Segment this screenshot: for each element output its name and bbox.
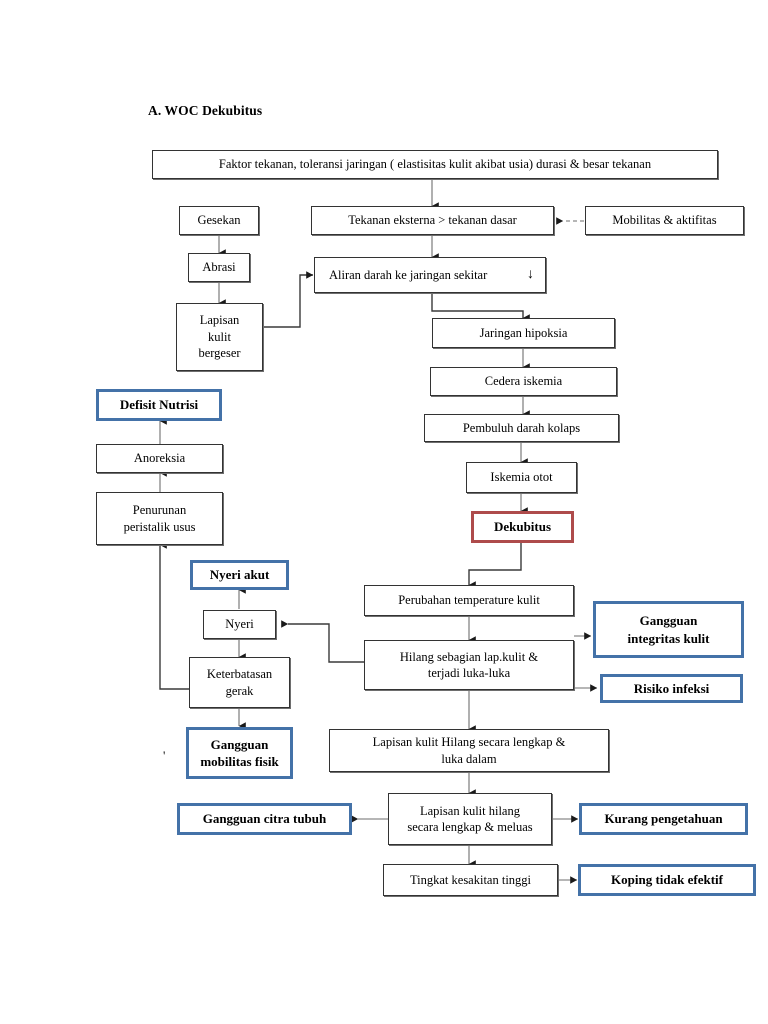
node-ganginteg-line1: Gangguan (639, 613, 698, 629)
node-gangmob-line2: mobilitas fisik (200, 754, 279, 769)
node-gangmob-line1: Gangguan (210, 736, 269, 752)
node-laplengkap-line2: luka dalam (441, 751, 497, 766)
edge-keterbatasan-penurunan (159, 541, 189, 690)
node-aliran-darah: Aliran darah ke jaringan sekitar (314, 257, 546, 293)
node-lapisan-kulit-hilang-meluas: Lapisan kulit hilang secara lengkap & me… (388, 793, 552, 845)
node-hilangseb-line1: Hilang sebagian lap.kulit & (399, 649, 539, 664)
node-penurunan-line1: Penurunan (132, 503, 187, 517)
node-gangguan-integritas-kulit: Gangguan integritas kulit (593, 601, 744, 658)
node-koping-tidak-efektif: Koping tidak efektif (578, 864, 756, 896)
edge-dekubitus-perubahan (468, 543, 522, 589)
node-lapmeluas-line1: Lapisan kulit hilang (420, 803, 520, 818)
stray-mark: ' (163, 748, 166, 763)
node-gesekan: Gesekan (179, 206, 259, 235)
node-hilang-sebagian-lapisan: Hilang sebagian lap.kulit & terjadi luka… (364, 640, 574, 690)
node-jaringan-hipoksia: Jaringan hipoksia (432, 318, 615, 348)
node-lapisan-kulit-bergeser: Lapisan kulit bergeser (176, 303, 263, 371)
node-perubahan-temperature-kulit: Perubahan temperature kulit (364, 585, 574, 616)
node-defisit-nutrisi: Defisit Nutrisi (96, 389, 222, 421)
node-keterbatasan-line1: Keterbatasan (206, 667, 273, 681)
node-dekubitus: Dekubitus (471, 511, 574, 543)
node-tingkat-kesakitan-tinggi: Tingkat kesakitan tinggi (383, 864, 558, 896)
node-risiko-infeksi: Risiko infeksi (600, 674, 743, 703)
node-gangguan-citra-tubuh: Gangguan citra tubuh (177, 803, 352, 835)
node-tekanan-eksterna: Tekanan eksterna > tekanan dasar (311, 206, 554, 235)
node-abrasi: Abrasi (188, 253, 250, 282)
node-laplengkap-line1: Lapisan kulit Hilang secara lengkap & (372, 735, 566, 749)
node-iskemia-otot: Iskemia otot (466, 462, 577, 493)
node-penurunan-line2: peristalik usus (123, 519, 196, 534)
edge-lapisan-aliran (263, 271, 314, 328)
node-lapmeluas-line2: secara lengkap & meluas (407, 820, 533, 834)
node-faktor: Faktor tekanan, toleransi jaringan ( ela… (152, 150, 718, 179)
node-anoreksia: Anoreksia (96, 444, 223, 473)
node-penurunan-peristalik-usus: Penurunan peristalik usus (96, 492, 223, 545)
node-lapisan-line2: kulit (208, 329, 231, 344)
page-title: A. WOC Dekubitus (148, 103, 263, 118)
node-lapisan-kulit-hilang-lengkap: Lapisan kulit Hilang secara lengkap & lu… (329, 729, 609, 772)
edge-aliran-jaringan (431, 293, 530, 322)
edge-hilang-nyeri (281, 620, 364, 663)
node-mobilitas-aktifitas: Mobilitas & aktifitas (585, 206, 744, 235)
node-nyeri-akut: Nyeri akut (190, 560, 289, 590)
node-nyeri: Nyeri (203, 610, 276, 639)
inline-down-arrow-icon: ↓ (527, 267, 534, 282)
node-keterbatasan-gerak: Keterbatasan gerak (189, 657, 290, 708)
node-kurang-pengetahuan: Kurang pengetahuan (579, 803, 748, 835)
node-hilangseb-line2: terjadi luka-luka (427, 666, 511, 680)
node-keterbatasan-line2: gerak (225, 683, 254, 698)
node-gangguan-mobilitas-fisik: Gangguan mobilitas fisik (186, 727, 293, 779)
node-pembuluh-darah-kolaps: Pembuluh darah kolaps (424, 414, 619, 442)
node-ganginteg-line2: integritas kulit (627, 630, 710, 646)
node-lapisan-line3: bergeser (198, 346, 241, 361)
node-lapisan-line1: Lapisan (199, 313, 240, 328)
node-cedera-iskemia: Cedera iskemia (430, 367, 617, 396)
